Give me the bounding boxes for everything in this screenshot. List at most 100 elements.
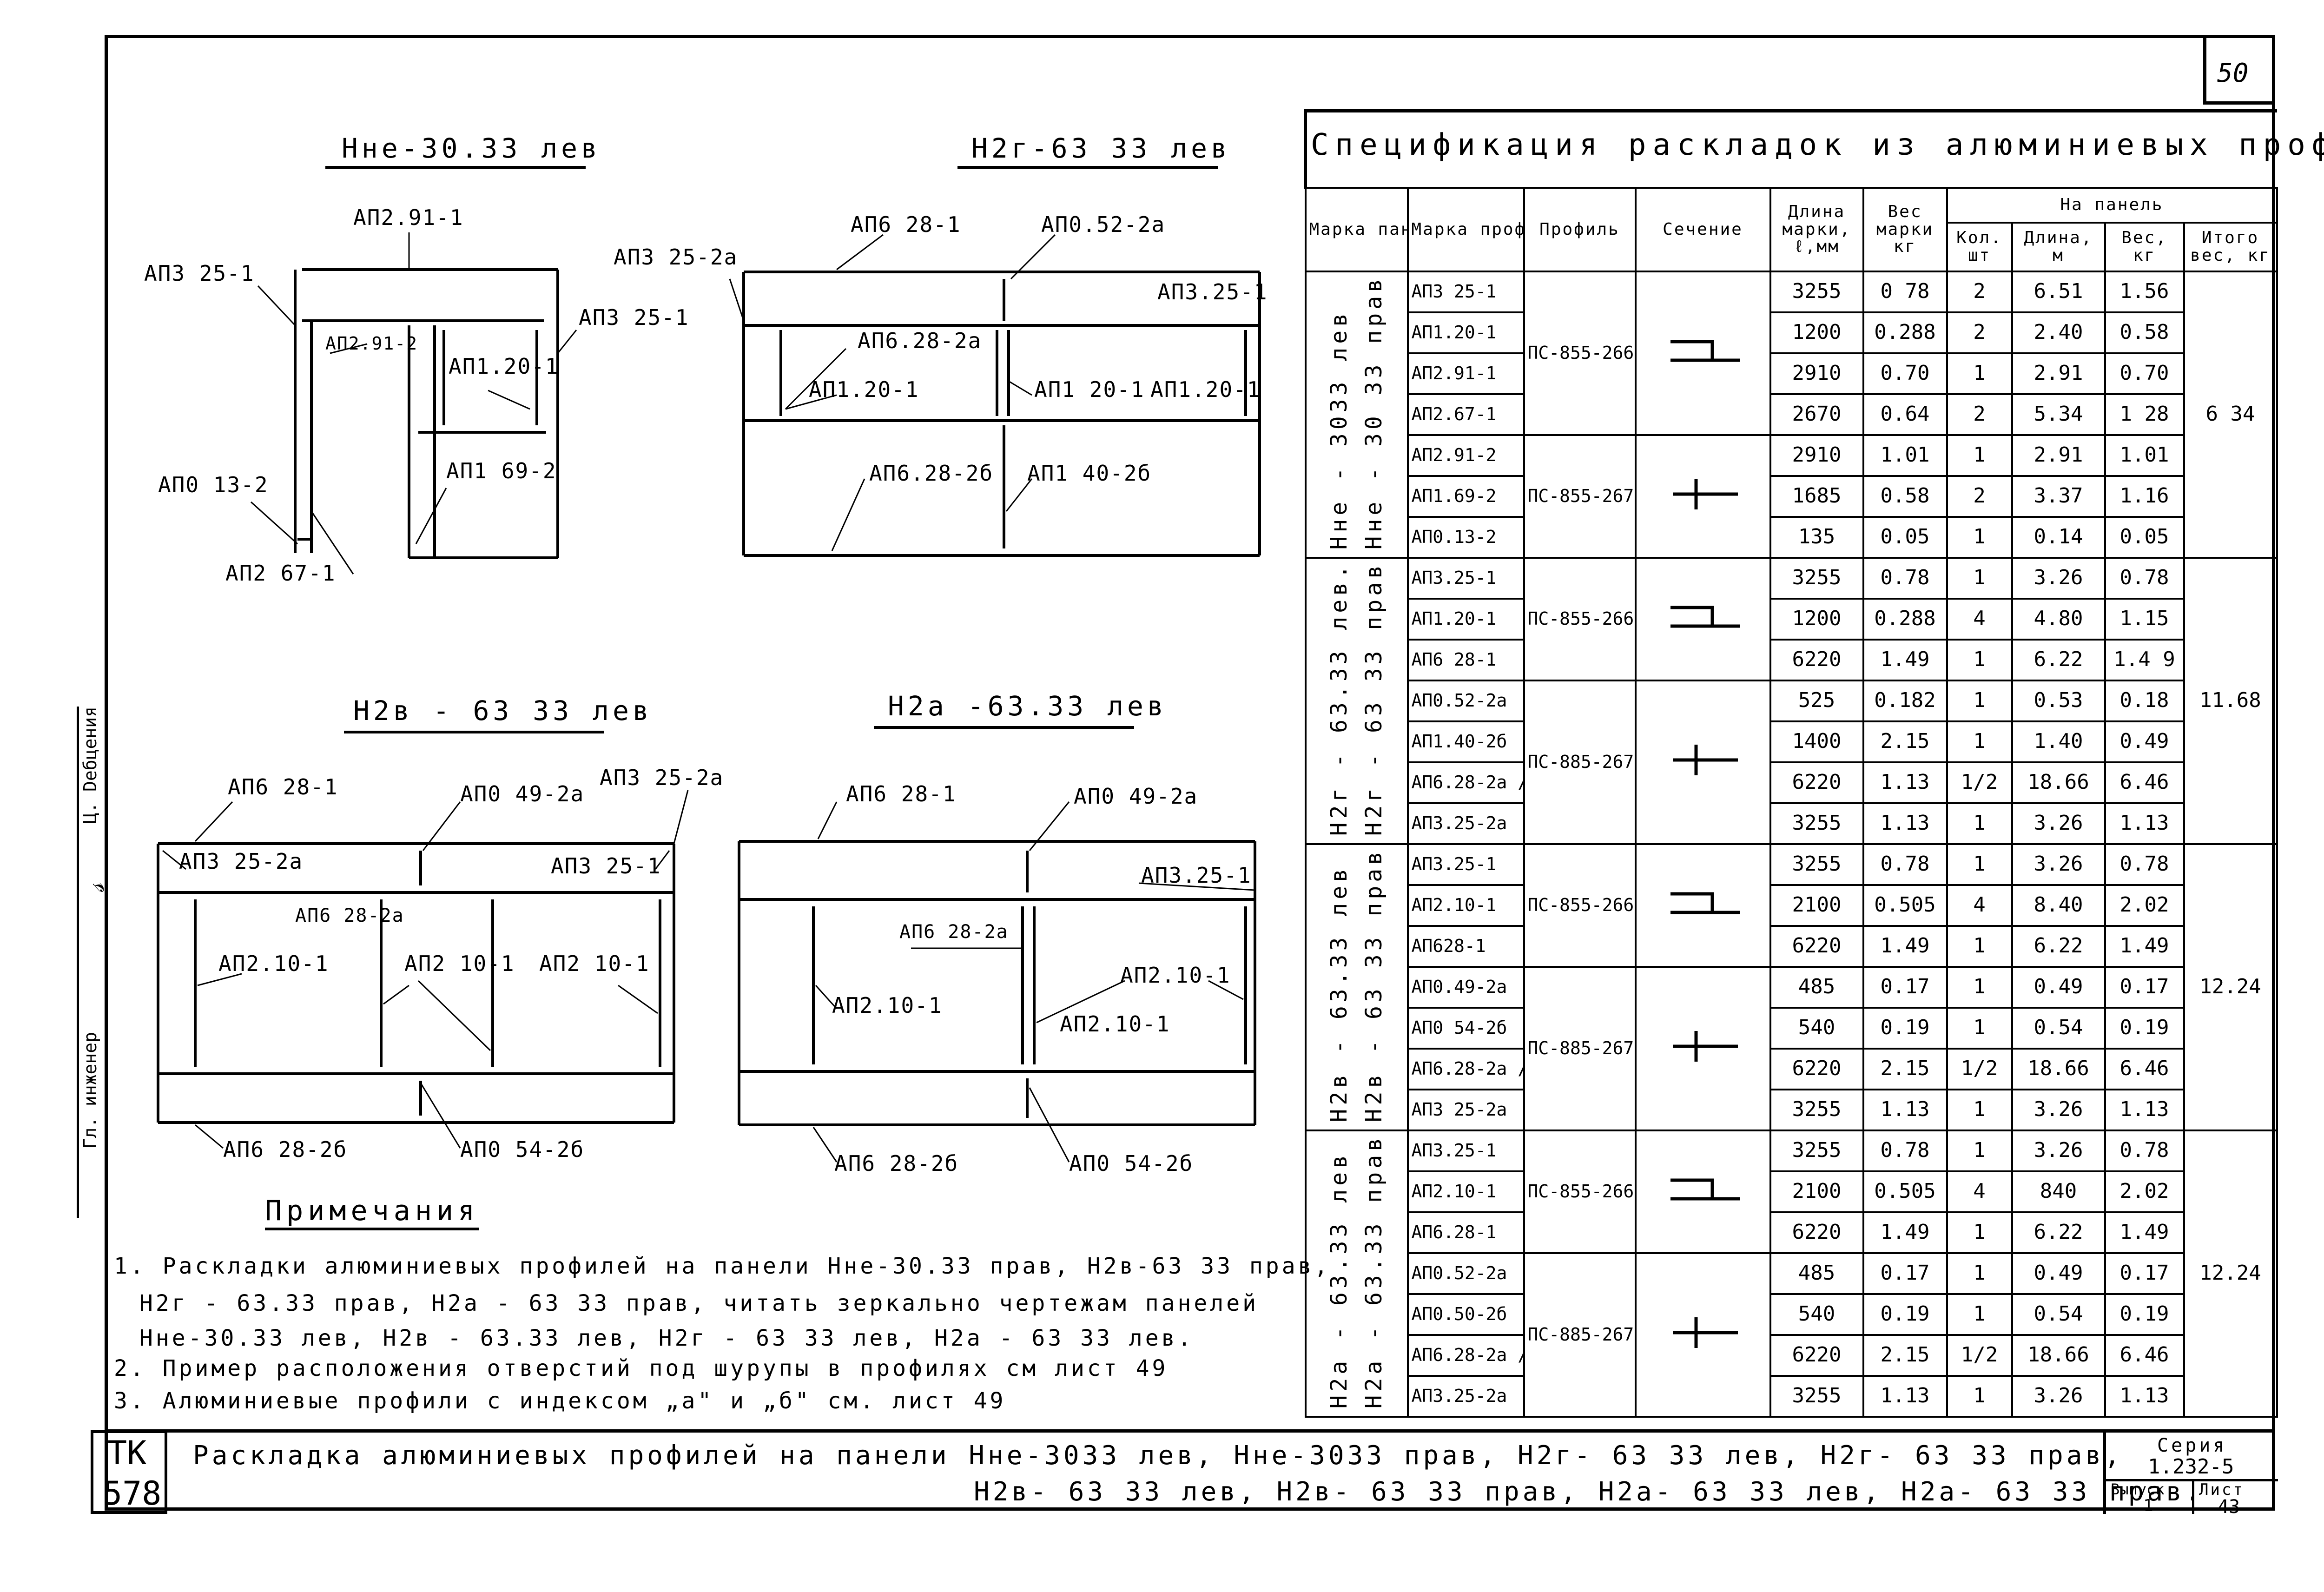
- spec-qty: 1: [1946, 720, 2013, 763]
- d2-label-ap628-2b: АП6.28-2б: [869, 461, 994, 486]
- spec-wt-kg: 0.58: [2104, 311, 2185, 354]
- spec-panel-mark-text: Н2в - 63.33 лев: [1326, 865, 1353, 1123]
- spec-length: 6220: [1769, 1211, 1864, 1254]
- spec-qty: 1: [1946, 679, 2013, 722]
- spec-len-m: 6.22: [2011, 925, 2106, 968]
- spec-weight: 1.49: [1862, 638, 1948, 681]
- spec-length: 1200: [1769, 311, 1864, 354]
- issue-value: 1: [2143, 1496, 2153, 1515]
- d2-label-ap120-1-a: АП1.20-1: [809, 377, 919, 402]
- d1-label-ap291-2: АП2.91-2: [325, 333, 418, 354]
- title-block-code-bottom: 578: [103, 1474, 162, 1513]
- spec-qty: 2: [1946, 311, 2013, 354]
- spec-length: 1200: [1769, 597, 1864, 641]
- channel-section-icon: [1634, 270, 1771, 436]
- spec-total: 12.24: [2183, 1129, 2278, 1418]
- spec-qty: 2: [1946, 393, 2013, 436]
- tee-section-icon: [1634, 1252, 1771, 1418]
- hdr-wt-kg: Вес, кг: [2104, 221, 2185, 272]
- spec-len-m: 3.26: [2011, 1088, 2106, 1131]
- spec-profile-mark: АП628-1: [1406, 925, 1525, 968]
- d4-label-ap049-2a: АП0 49-2а: [1074, 784, 1198, 809]
- spec-profile-mark: АП1.20-1: [1406, 311, 1525, 354]
- spec-weight: 0.182: [1862, 679, 1948, 722]
- spec-panel-mark-text: Н2г - 63.33 лев.: [1326, 561, 1353, 836]
- spec-length: 6220: [1769, 638, 1864, 681]
- spec-weight: 0.505: [1862, 1170, 1948, 1213]
- d2-label-ap120-1-b: АП1 20-1: [1034, 377, 1145, 402]
- spec-weight: 0.505: [1862, 884, 1948, 927]
- spec-qty: 1/2: [1946, 761, 2013, 804]
- title-block: ТК 578 Раскладка алюминиевых профилей на…: [91, 1429, 2278, 1516]
- spec-qty: 1: [1946, 352, 2013, 395]
- spec-profile-mark: АП3.25-1: [1406, 1129, 1525, 1172]
- spec-profile-mark: АП6.28-1: [1406, 1211, 1525, 1254]
- hdr-qty: Кол. шт: [1946, 221, 2013, 272]
- spec-wt-kg: 6.46: [2104, 1047, 2185, 1090]
- diagram-3-title: Н2в - 63 33 лев: [353, 695, 653, 727]
- side-stamp: Ц. Deбцения 𝓈 Гл. инженер: [77, 707, 110, 1218]
- spec-weight: 1.49: [1862, 925, 1948, 968]
- spec-qty: 4: [1946, 597, 2013, 641]
- spec-len-m: 6.22: [2011, 638, 2106, 681]
- spec-length: 6220: [1769, 1334, 1864, 1377]
- spec-length: 3255: [1769, 1129, 1864, 1172]
- spec-len-m: 8.40: [2011, 884, 2106, 927]
- diagram-2-title: Н2г-63 33 лев: [971, 132, 1231, 164]
- spec-profile-mark: АП1.40-2б: [1406, 720, 1525, 763]
- spec-wt-kg: 2.02: [2104, 884, 2185, 927]
- spec-length: 3255: [1769, 1088, 1864, 1131]
- diagram-3-leaders: [162, 790, 689, 1149]
- sheet-value: 43: [2218, 1496, 2240, 1518]
- hdr-panel-mark: Марка панели: [1304, 186, 1409, 272]
- d3-label-ap628-2b: АП6 28-2б: [223, 1137, 348, 1162]
- note-line-3: Нне-30.33 лев, Н2в - 63.33 лев, Н2г - 63…: [139, 1325, 1194, 1351]
- spec-profile-mark: АП3.25-2а: [1406, 1374, 1525, 1418]
- spec-wt-kg: 1.49: [2104, 925, 2185, 968]
- d1-label-ap267-1: АП2 67-1: [225, 561, 336, 586]
- d4-label-ap628-1: АП6 28-1: [846, 781, 957, 806]
- spec-weight: 0.78: [1862, 1129, 1948, 1172]
- spec-profile: ПС-855-267: [1523, 434, 1637, 559]
- d3-label-ap054-2b: АП0 54-2б: [460, 1137, 585, 1162]
- spec-weight: 2.15: [1862, 1047, 1948, 1090]
- spec-len-m: 0.14: [2011, 515, 2106, 559]
- d2-label-ap325-1: АП3.25-1: [1157, 279, 1268, 304]
- spec-len-m: 18.66: [2011, 1047, 2106, 1090]
- hdr-total: Итого вес, кг: [2183, 221, 2278, 272]
- spec-weight: 0.17: [1862, 965, 1948, 1009]
- hdr-len-m: Длина, м: [2011, 221, 2106, 272]
- spec-profile-mark: АП0.52-2а: [1406, 679, 1525, 722]
- d3-label-ap325-2a-top: АП3 25-2а: [600, 765, 724, 790]
- d4-label-ap628-2a: АП6 28-2а: [899, 921, 1009, 943]
- d4-label-ap210-1-c: АП2.10-1: [1060, 1011, 1170, 1037]
- spec-profile-mark: АП0 54-2б: [1406, 1006, 1525, 1050]
- note-line-1: 1. Раскладки алюминиевых профилей на пан…: [114, 1253, 1331, 1279]
- spec-profile-mark: АП2.10-1: [1406, 884, 1525, 927]
- d3-label-ap325-1: АП3 25-1: [551, 853, 661, 879]
- spec-qty: 1: [1946, 925, 2013, 968]
- diagram-4-title: Н2а -63.33 лев: [888, 690, 1167, 722]
- spec-panel-mark-text: Нне - 30 33 прав: [1360, 275, 1387, 550]
- spec-profile-mark: АП2.91-2: [1406, 434, 1525, 477]
- title-block-code-top: ТК: [107, 1434, 147, 1472]
- spec-len-m: 0.49: [2011, 965, 2106, 1009]
- spec-wt-kg: 1.13: [2104, 802, 2185, 845]
- spec-wt-kg: 0.19: [2104, 1293, 2185, 1336]
- spec-length: 2100: [1769, 884, 1864, 927]
- spec-length: 485: [1769, 965, 1864, 1009]
- spec-weight: 0.78: [1862, 843, 1948, 886]
- spec-weight: 1.13: [1862, 761, 1948, 804]
